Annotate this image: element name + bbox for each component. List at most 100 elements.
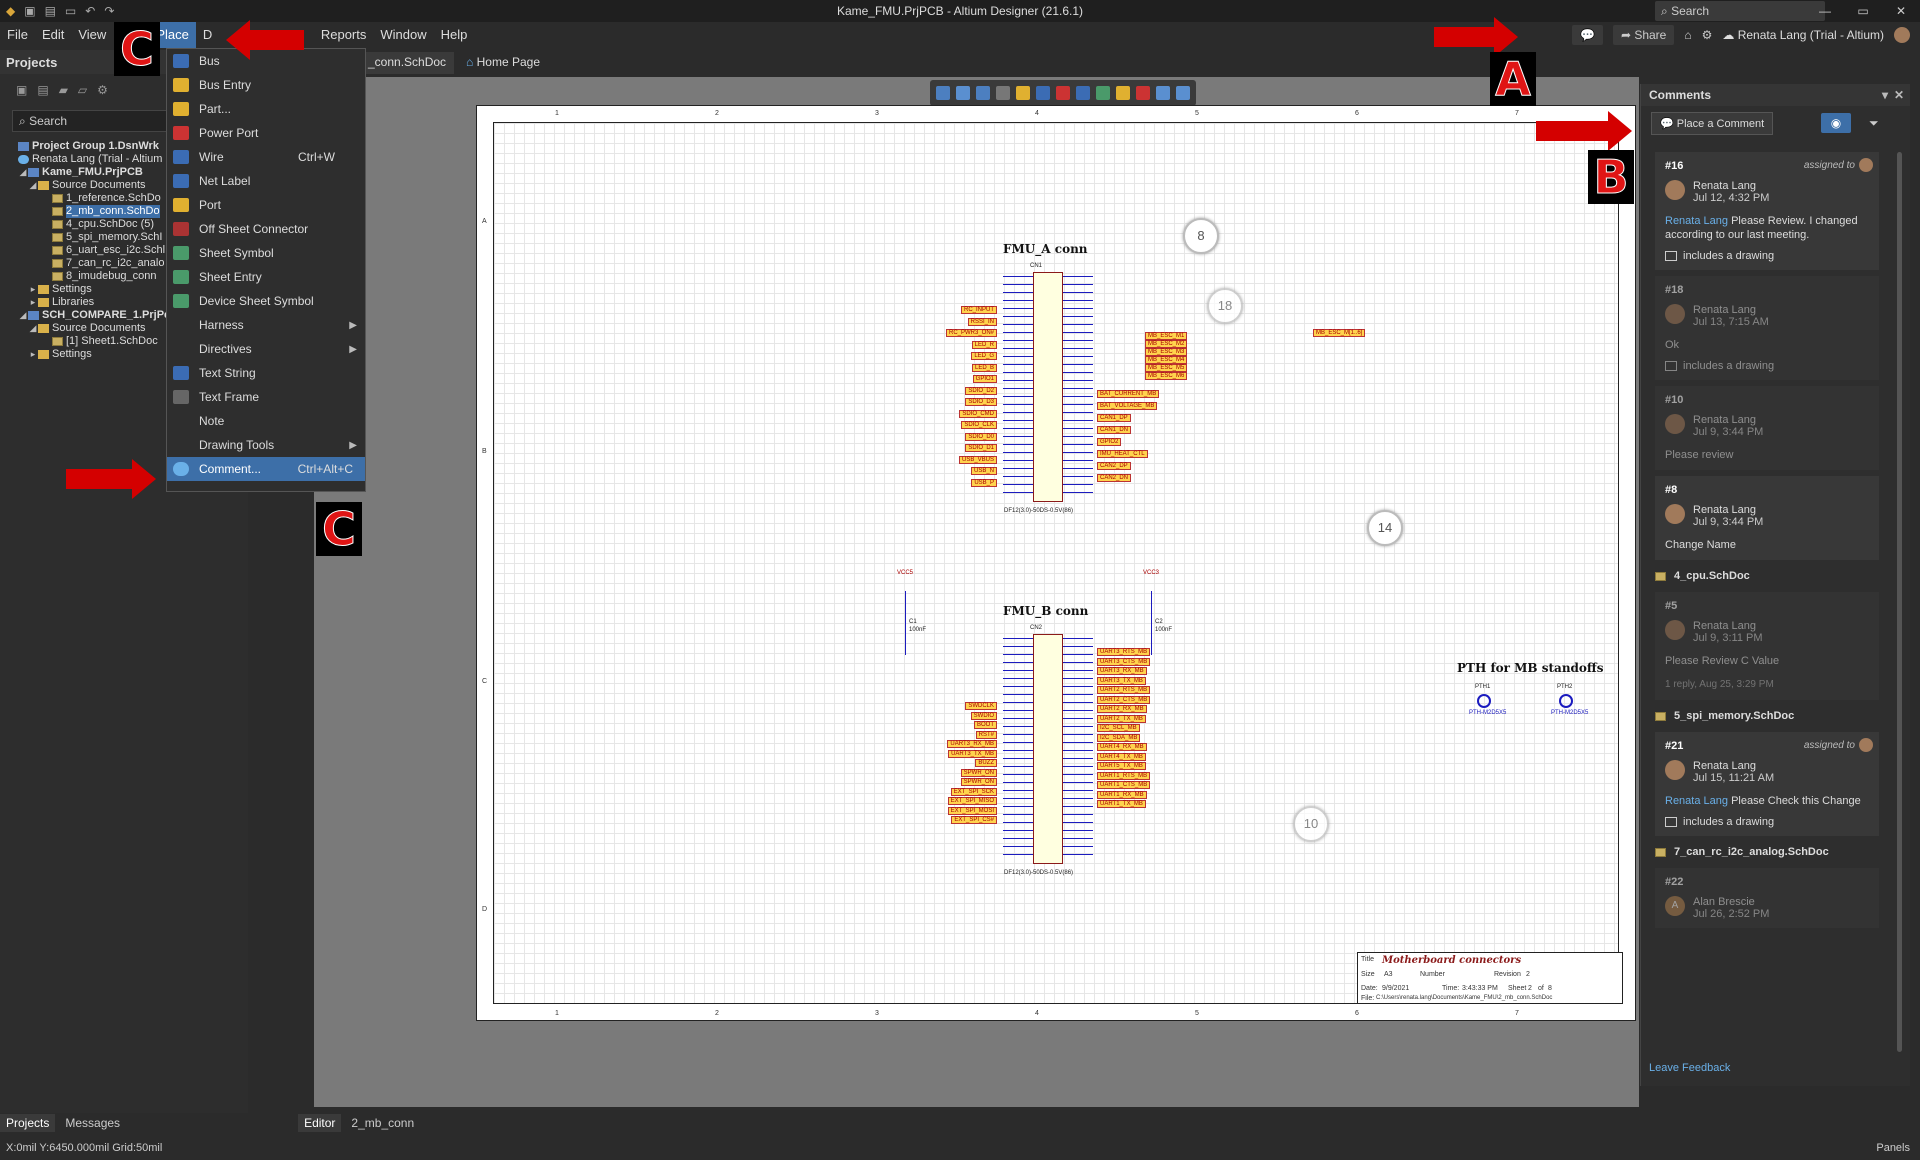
- restore-button[interactable]: ▭: [1857, 4, 1869, 18]
- chevron-right-icon[interactable]: ▸: [30, 284, 36, 294]
- net-label[interactable]: RC_PWR3_ON#: [945, 329, 997, 337]
- comments-scrollbar[interactable]: [1897, 152, 1902, 1052]
- tree-item[interactable]: ◢Source Documents: [0, 179, 248, 192]
- comment-marker[interactable]: 14: [1367, 510, 1403, 546]
- move-icon[interactable]: [956, 86, 970, 100]
- net-label[interactable]: BOOT: [973, 721, 997, 729]
- net-label[interactable]: LED_B: [971, 363, 997, 372]
- folder-icon[interactable]: ▱: [77, 83, 88, 97]
- filter-icon[interactable]: [936, 86, 950, 100]
- menu-item-part[interactable]: Part...: [167, 97, 365, 121]
- chevron-down-icon[interactable]: ◢: [19, 167, 27, 177]
- net-label[interactable]: UART3_RX_MB: [947, 740, 997, 748]
- net-label[interactable]: CAN2_DN: [1097, 474, 1132, 482]
- menu-item-bus[interactable]: Bus: [167, 49, 365, 73]
- net-label[interactable]: SWDCLK: [965, 702, 997, 710]
- net-label[interactable]: SDIO_CLK: [961, 421, 997, 429]
- net-label[interactable]: UART2_RTS_MB: [1097, 686, 1151, 694]
- wire-icon[interactable]: [1036, 86, 1050, 100]
- net-label[interactable]: BAT_CURRENT_MB: [1097, 390, 1160, 398]
- undo-icon[interactable]: ↶: [85, 4, 96, 18]
- net-label[interactable]: RST#: [975, 730, 997, 739]
- chevron-down-icon[interactable]: ◢: [19, 310, 27, 320]
- net-label[interactable]: EXT_SPI_MOSI: [947, 806, 997, 815]
- net-label[interactable]: SWDIO: [970, 711, 997, 720]
- net-label[interactable]: RC_INPUT: [960, 306, 997, 314]
- net-label[interactable]: MB_ESC_M3: [1145, 348, 1188, 356]
- net-label[interactable]: UART4_TX_MB: [1097, 752, 1146, 761]
- directive-icon[interactable]: [1136, 86, 1150, 100]
- settings-icon[interactable]: ⚙: [97, 83, 108, 97]
- global-search-input[interactable]: ⌕ Search: [1655, 1, 1825, 21]
- harness-icon[interactable]: [1076, 86, 1090, 100]
- net-label[interactable]: LED_G: [971, 352, 997, 360]
- net-label[interactable]: UART2_RX_MB: [1097, 705, 1147, 713]
- sheet-symbol-icon[interactable]: [1096, 86, 1110, 100]
- net-label[interactable]: MB_ESC_M4: [1145, 356, 1188, 364]
- tree-item[interactable]: 6_uart_esc_i2c.Schl: [0, 244, 248, 257]
- close-icon[interactable]: ✕: [1893, 88, 1904, 102]
- net-label[interactable]: BUZZ: [975, 759, 997, 767]
- align-icon[interactable]: [996, 86, 1010, 100]
- tree-item[interactable]: ▸Settings: [0, 283, 248, 296]
- tree-item[interactable]: Project Group 1.DsnWrk: [0, 140, 248, 153]
- net-label[interactable]: SDIO_D3: [965, 398, 997, 406]
- document-group-header[interactable]: 4_cpu.SchDoc: [1655, 570, 1879, 582]
- menu-item-drawing-tools[interactable]: Drawing Tools▶: [167, 433, 365, 457]
- part-icon[interactable]: [1016, 86, 1030, 100]
- menu-reports[interactable]: Reports: [320, 27, 367, 42]
- cn1-connector[interactable]: [1033, 272, 1063, 502]
- reply-count[interactable]: 1 reply, Aug 25, 3:29 PM: [1665, 679, 1774, 690]
- pth1-symbol[interactable]: [1477, 694, 1491, 708]
- net-label[interactable]: UART1_CTS_MB: [1097, 781, 1151, 789]
- net-label[interactable]: SPWR_ON: [960, 778, 997, 786]
- tree-item[interactable]: ◢SCH_COMPARE_1.PrjPc: [0, 309, 248, 322]
- esc-bus-label[interactable]: MB_ESC_M[1..6]: [1313, 329, 1366, 337]
- net-label[interactable]: SDIO_D0: [965, 432, 997, 441]
- menu-file[interactable]: File: [7, 27, 28, 42]
- menu-item-power-port[interactable]: Power Port: [167, 121, 365, 145]
- menu-design[interactable]: D: [202, 27, 213, 42]
- tree-item[interactable]: 4_cpu.SchDoc (5): [0, 218, 248, 231]
- net-label[interactable]: CAN1_DP: [1097, 414, 1131, 422]
- tab-messages[interactable]: Messages: [65, 1116, 121, 1130]
- comments-toggle-button[interactable]: 💬: [1571, 25, 1603, 45]
- net-label[interactable]: GPIO1: [972, 375, 997, 383]
- open-icon[interactable]: ▭: [64, 4, 77, 18]
- tab-projects[interactable]: Projects: [0, 1114, 56, 1132]
- menu-help[interactable]: Help: [440, 27, 468, 42]
- net-label[interactable]: UART3_RX_MB: [1097, 667, 1147, 675]
- tree-item[interactable]: 8_imudebug_conn: [0, 270, 248, 283]
- menu-item-directives[interactable]: Directives▶: [167, 337, 365, 361]
- comment-marker[interactable]: 10: [1293, 806, 1329, 842]
- net-label[interactable]: UART5_TX_MB: [1097, 762, 1146, 770]
- tree-item[interactable]: ▸Settings: [0, 348, 248, 361]
- menu-item-text-string[interactable]: Text String: [167, 361, 365, 385]
- menu-item-text-frame[interactable]: Text Frame: [167, 385, 365, 409]
- net-label[interactable]: CAN1_DN: [1097, 426, 1132, 434]
- chevron-right-icon[interactable]: ▸: [30, 349, 36, 359]
- net-label[interactable]: UART4_RX_MB: [1097, 743, 1147, 751]
- net-label[interactable]: UART2_TX_MB: [1097, 714, 1146, 723]
- comment-marker[interactable]: 18: [1207, 288, 1243, 324]
- text-icon[interactable]: [1156, 86, 1170, 100]
- select-icon[interactable]: [976, 86, 990, 100]
- net-label[interactable]: I2C_SDA_MB: [1097, 733, 1141, 742]
- net-label[interactable]: RSSI_IN: [967, 317, 997, 326]
- tab-2-mb-conn[interactable]: 2_mb_conn: [351, 1116, 415, 1130]
- net-label[interactable]: UART3_TX_MB: [948, 749, 997, 758]
- menu-window[interactable]: Window: [380, 27, 427, 42]
- net-label[interactable]: SDIO_D1: [965, 444, 997, 452]
- tree-item[interactable]: ◢Source Documents: [0, 322, 248, 335]
- menu-item-sheet-symbol[interactable]: Sheet Symbol: [167, 241, 365, 265]
- net-label[interactable]: UART3_TX_MB: [1097, 676, 1146, 685]
- close-button[interactable]: ✕: [1895, 4, 1907, 18]
- cn2-connector[interactable]: [1033, 634, 1063, 864]
- comment-marker[interactable]: 8: [1183, 218, 1219, 254]
